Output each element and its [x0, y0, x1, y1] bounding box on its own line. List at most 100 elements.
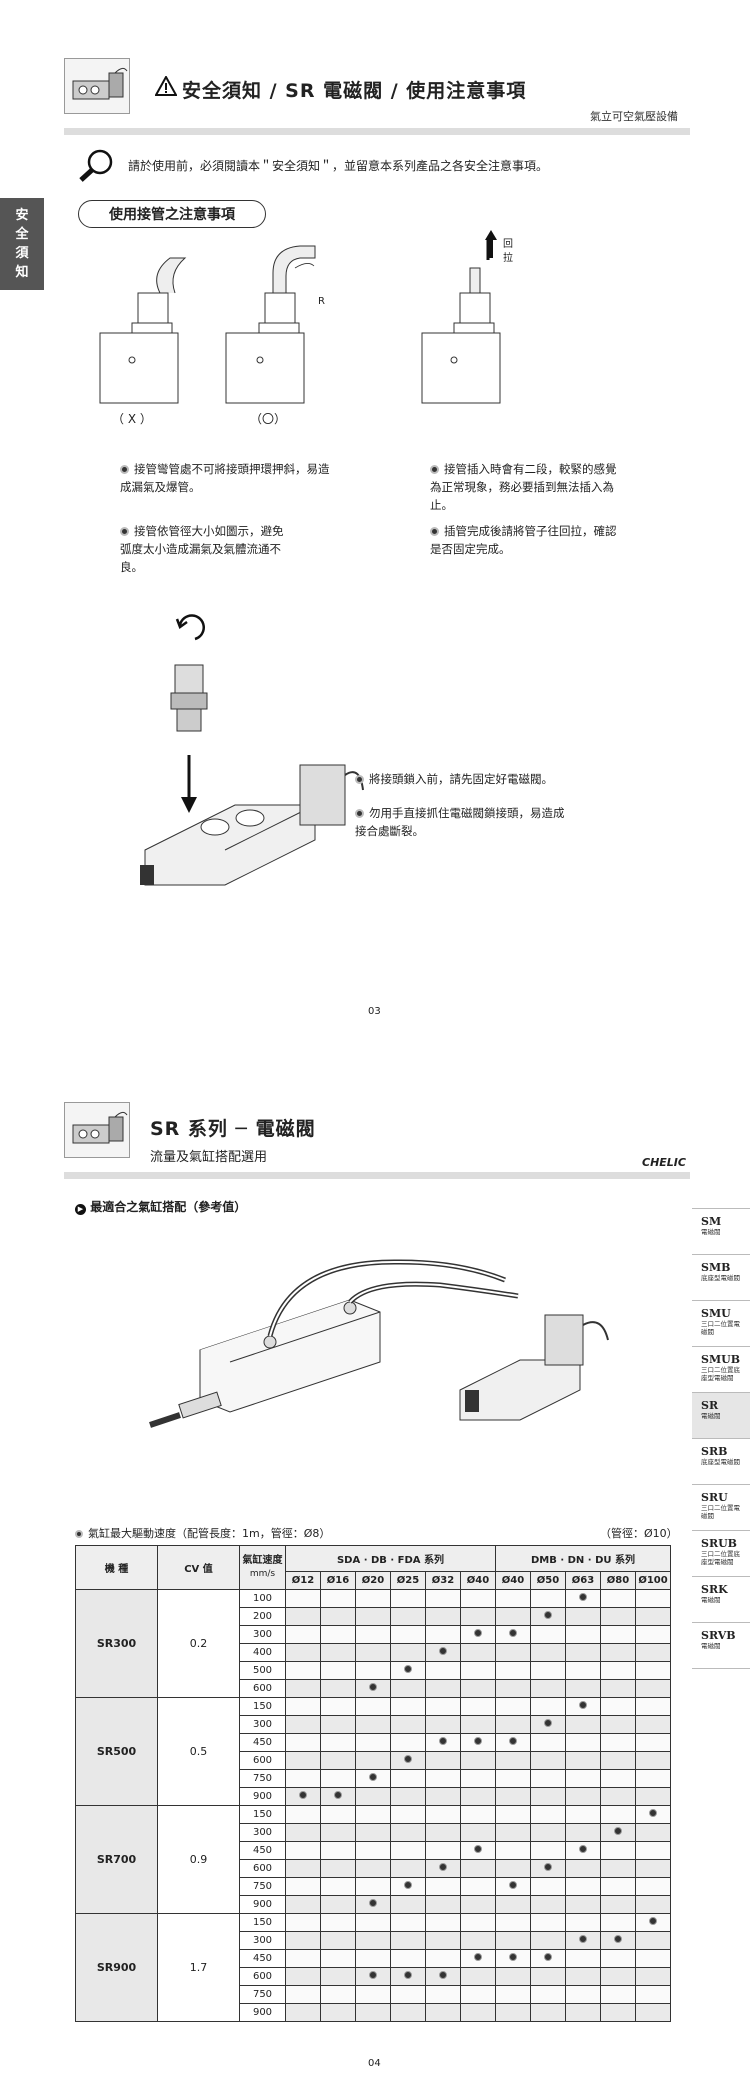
match-dot-icon	[579, 1935, 587, 1943]
cell-model: SR900	[75, 1913, 158, 2022]
cell-match	[530, 1985, 566, 2004]
cell-speed: 600	[239, 1967, 286, 1986]
cell-match	[530, 1697, 566, 1716]
cell-match	[425, 2003, 461, 2022]
cell-match	[320, 1823, 356, 1842]
cell-cv: 0.5	[157, 1697, 240, 1806]
cell-match	[635, 1895, 671, 1914]
cell-match	[460, 1841, 496, 1860]
cell-match	[460, 1661, 496, 1680]
cell-match	[495, 1625, 531, 1644]
cell-match	[355, 1679, 391, 1698]
cell-speed: 400	[239, 1643, 286, 1662]
solenoid-valve-icon	[72, 67, 128, 100]
cell-match	[495, 1931, 531, 1950]
th-group-sda: SDA · DB · FDA 系列	[285, 1545, 496, 1572]
cell-match	[320, 1805, 356, 1824]
cell-match	[600, 1697, 636, 1716]
cell-match	[425, 1895, 461, 1914]
cell-speed: 750	[239, 1769, 286, 1788]
cell-speed: 300	[239, 1715, 286, 1734]
cell-match	[530, 1787, 566, 1806]
page2-subtitle: 流量及氣缸搭配選用	[150, 1150, 268, 1165]
table-row: 600	[76, 1751, 671, 1770]
cell-match	[320, 1625, 356, 1644]
cell-match	[425, 1607, 461, 1626]
nav-item-name: SMB	[701, 1261, 731, 1274]
cell-match	[460, 1859, 496, 1878]
th-cv: CV 值	[157, 1545, 240, 1590]
table-note-right: （管徑：Ø10）	[600, 1527, 678, 1540]
table-row: 600	[76, 1859, 671, 1878]
page-title: 安全須知 / SR 電磁閥 / 使用注意事項	[182, 80, 527, 102]
bullet-right-2: 插管完成後請將管子往回拉，確認是否固定完成。	[430, 524, 617, 556]
cell-match	[390, 1895, 426, 1914]
cell-match	[600, 1661, 636, 1680]
label-wrong: （ X ）	[112, 412, 152, 426]
cell-match	[355, 1697, 391, 1716]
table-row: 450	[76, 1949, 671, 1968]
cell-match	[355, 1805, 391, 1824]
cell-model: SR300	[75, 1589, 158, 1698]
cell-match	[390, 1589, 426, 1608]
cell-match	[285, 1823, 321, 1842]
nav-item-name: SRK	[701, 1583, 728, 1596]
cell-match	[320, 1859, 356, 1878]
cell-match	[320, 1751, 356, 1770]
page-number-2: 04	[368, 2058, 381, 2069]
nav-item-name: SR	[701, 1399, 719, 1412]
cell-match	[460, 1913, 496, 1932]
bullet-icon	[355, 809, 364, 818]
cell-match	[495, 1733, 531, 1752]
cell-match	[600, 2003, 636, 2022]
cell-match	[390, 1733, 426, 1752]
match-dot-icon	[334, 1791, 342, 1799]
cell-match	[355, 1823, 391, 1842]
cell-match	[635, 1967, 671, 1986]
cell-match	[565, 1841, 601, 1860]
cell-match	[565, 2003, 601, 2022]
cell-match	[390, 1967, 426, 1986]
cell-match	[320, 1895, 356, 1914]
cell-speed: 300	[239, 1625, 286, 1644]
cell-match	[565, 1823, 601, 1842]
bullet-bottom-2: 勿用手直接抓住電磁閥鎖接頭，易造成接合處斷裂。	[355, 806, 565, 838]
cell-match	[495, 1697, 531, 1716]
match-dot-icon	[404, 1971, 412, 1979]
brand-logo: CHELIC	[642, 1156, 686, 1169]
cell-match	[390, 1769, 426, 1788]
cell-match	[285, 1697, 321, 1716]
cell-match	[530, 1679, 566, 1698]
th-bore: Ø63	[565, 1571, 601, 1590]
cell-match	[530, 1589, 566, 1608]
cell-match	[635, 1679, 671, 1698]
cell-speed: 900	[239, 2003, 286, 2022]
cell-match	[495, 1589, 531, 1608]
nav-item-name: SMU	[701, 1307, 731, 1320]
match-dot-icon	[474, 1629, 482, 1637]
side-tab-safety[interactable]: 安全須知	[0, 198, 44, 290]
cell-match	[425, 1751, 461, 1770]
table-row: 750	[76, 1877, 671, 1896]
cell-match	[355, 1913, 391, 1932]
match-dot-icon	[369, 1971, 377, 1979]
cell-cv: 1.7	[157, 1913, 240, 2022]
cell-match	[565, 1733, 601, 1752]
cell-match	[600, 1625, 636, 1644]
cell-match	[565, 1877, 601, 1896]
cell-match	[635, 1751, 671, 1770]
cell-match	[460, 1949, 496, 1968]
th-bore: Ø16	[320, 1571, 356, 1590]
cell-match	[460, 1679, 496, 1698]
